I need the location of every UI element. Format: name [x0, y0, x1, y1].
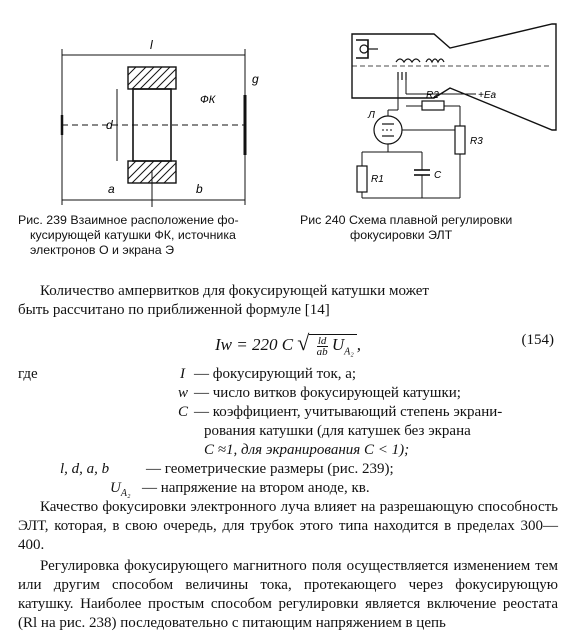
def-symbol: C — [178, 404, 189, 420]
figure-239-coil-diagram: l d ФК g a b — [60, 38, 259, 207]
formula-sub: A₂ — [344, 346, 354, 358]
caption-line: кусирующей катушки ФК, источника — [30, 228, 236, 242]
figure-240-circuit-diagram: +Ea R2 R3 Л R1 С — [351, 23, 557, 199]
where-label: где — [18, 366, 38, 382]
formula-lhs: Iw = 220 C — [214, 335, 294, 354]
label-r3: R3 — [470, 136, 483, 147]
label-g: g — [252, 72, 259, 86]
paragraph: Качество фокусировки электронного луча в… — [18, 499, 558, 553]
definition-row: C — коэффициент, учитывающий степень экр… — [18, 403, 558, 422]
def-symbol: I — [180, 366, 185, 382]
def-text: — коэффициент, учитывающий степень экран… — [194, 404, 503, 420]
def-symbol-u: U — [110, 480, 121, 496]
def-symbol-sub: A₂ — [120, 488, 131, 499]
label-r2: R2 — [426, 90, 439, 101]
definition-row: рования катушки (для катушек без экрана — [18, 422, 558, 441]
def-text: — напряжение на втором аноде, кв. — [142, 480, 370, 496]
label-d: d — [106, 118, 113, 132]
paragraph: Регулировка фокусирующего магнитного пол… — [18, 558, 558, 631]
definition-row: w — число витков фокусирующей катушки; — [18, 384, 558, 403]
definition-row: l, d, a, b — геометрические размеры (рис… — [18, 460, 558, 479]
figure-240-caption: Рис 240 Схема плавной регулировки фокуси… — [300, 213, 565, 243]
figure-239-caption: Рис. 239 Взаимное расположение фо- кусир… — [18, 213, 288, 258]
label-r1: R1 — [371, 174, 384, 185]
intro-paragraph: Количество ампервитков для фокусирующей … — [18, 282, 558, 320]
intro-line: быть рассчитано по приближенной формуле … — [18, 302, 330, 318]
definition-row: C ≈1, для экранирования C < 1); — [18, 441, 558, 460]
label-l: l — [150, 38, 153, 52]
caption-line: фокусировки ЭЛТ — [350, 228, 453, 242]
definition-row: UA₂ — напряжение на втором аноде, кв. — [18, 479, 558, 499]
definitions-list: где I — фокусирующий ток, а; w — число в… — [18, 365, 558, 499]
def-text: рования катушки (для катушек без экрана — [204, 423, 471, 439]
caption-line: Рис 240 Схема плавной регулировки — [300, 213, 513, 227]
def-symbol: w — [178, 385, 189, 401]
def-text: C ≈1, для экранирования C < 1); — [204, 442, 410, 458]
caption-line: Рис. 239 Взаимное расположение фо- — [18, 213, 239, 227]
label-ea: +Ea — [478, 90, 497, 101]
def-symbol: UA₂ — [110, 479, 130, 503]
formula-u: U — [331, 335, 345, 354]
caption-line: электронов О и экрана Э — [30, 243, 174, 257]
body-paragraphs: Качество фокусировки электронного луча в… — [18, 498, 558, 633]
label-fk: ФК — [200, 94, 216, 106]
label-b: b — [196, 182, 203, 196]
formula-number: (154) — [521, 332, 555, 348]
label-c: С — [434, 170, 442, 181]
frac-denominator: ab — [316, 345, 328, 358]
def-text: — геометрические размеры (рис. 239); — [146, 461, 394, 477]
label-l: Л — [367, 110, 375, 121]
intro-line: Количество ампервитков для фокусирующей … — [40, 283, 429, 299]
def-text: — число витков фокусирующей катушки; — [194, 385, 461, 401]
def-text: — фокусирующий ток, а; — [194, 366, 357, 382]
frac-numerator: ld — [316, 334, 328, 347]
definition-row: где I — фокусирующий ток, а; — [18, 365, 558, 384]
def-symbol: l, d, a, b — [60, 461, 110, 477]
formula-tail: , — [356, 335, 361, 354]
label-a: a — [108, 182, 115, 196]
